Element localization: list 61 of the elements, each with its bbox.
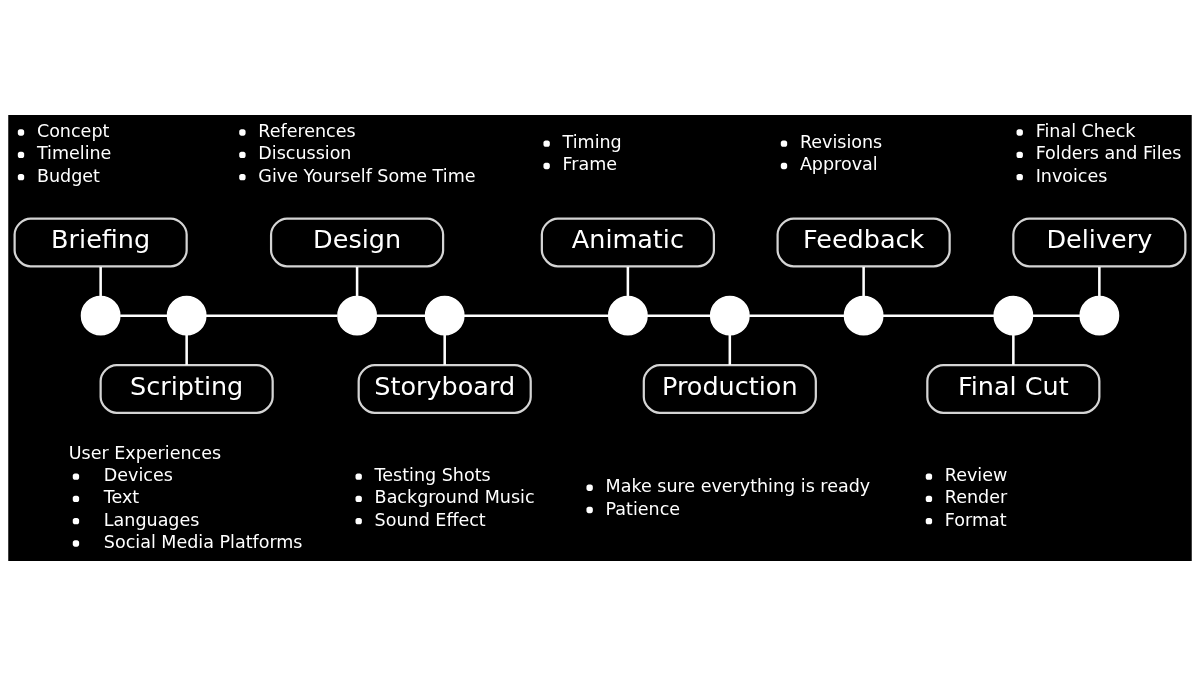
node-label: References (258, 120, 356, 141)
node-label: Review (944, 464, 1008, 485)
node-circle (993, 295, 1034, 336)
connector (862, 266, 865, 296)
node-circle (709, 295, 750, 336)
node-box: Briefing (13, 216, 188, 267)
node-label: Sound Effect (374, 509, 486, 530)
connector (1032, 313, 1081, 317)
node-label: Languages (103, 509, 200, 530)
connector (464, 313, 609, 317)
connector (728, 334, 732, 365)
node-box: Final Cut (926, 363, 1101, 414)
connector (749, 313, 845, 317)
node-label: Discussion (258, 142, 352, 163)
node-label: Patience (605, 497, 681, 518)
connector (205, 313, 338, 317)
node-label: User Experiences (68, 442, 222, 463)
connector (882, 313, 994, 317)
node-label: Folders and Files (1035, 142, 1182, 163)
node-label: Make sure everything is ready (605, 475, 871, 496)
node-circle (607, 295, 648, 336)
node-circle (80, 295, 121, 336)
node-circle (843, 295, 884, 336)
node-label: Frame (562, 153, 618, 174)
connector (185, 334, 188, 365)
node-label: Invoices (1035, 165, 1108, 186)
node-label: Text (103, 486, 140, 507)
connector (1098, 266, 1101, 296)
node-label: Approval (799, 153, 878, 174)
node-box: Scripting (99, 363, 274, 414)
connector (120, 313, 168, 317)
node-circle (166, 295, 207, 336)
node-box: Animatic (540, 216, 715, 267)
node-box: Storyboard (357, 363, 532, 414)
node-label: Social Media Platforms (103, 531, 303, 552)
node-label: Give Yourself Some Time (258, 165, 476, 186)
connector (355, 266, 359, 296)
node-box: Production (642, 363, 817, 414)
node-box: Feedback (776, 216, 951, 267)
node-label: Render (944, 486, 1008, 507)
connector (1012, 334, 1015, 365)
node-label: Final Check (1035, 120, 1136, 141)
node-circle (1079, 295, 1120, 336)
node-label: Concept (36, 120, 110, 141)
node-box: Design (269, 216, 445, 267)
node-circle (337, 295, 377, 336)
node-label: Background Music (374, 486, 535, 507)
node-label: Format (944, 509, 1007, 530)
node-label: Testing Shots (374, 464, 491, 485)
connector (647, 313, 711, 317)
node-label: Revisions (799, 131, 883, 152)
connector (376, 313, 426, 317)
node-circle (424, 295, 465, 336)
connector (99, 266, 102, 296)
connector (626, 266, 630, 296)
node-label: Timeline (36, 142, 112, 163)
node-label: Budget (36, 165, 100, 186)
connector (443, 334, 446, 365)
node-box: Delivery (1012, 216, 1187, 267)
node-label: Devices (103, 464, 173, 485)
node-label: Timing (562, 131, 622, 152)
